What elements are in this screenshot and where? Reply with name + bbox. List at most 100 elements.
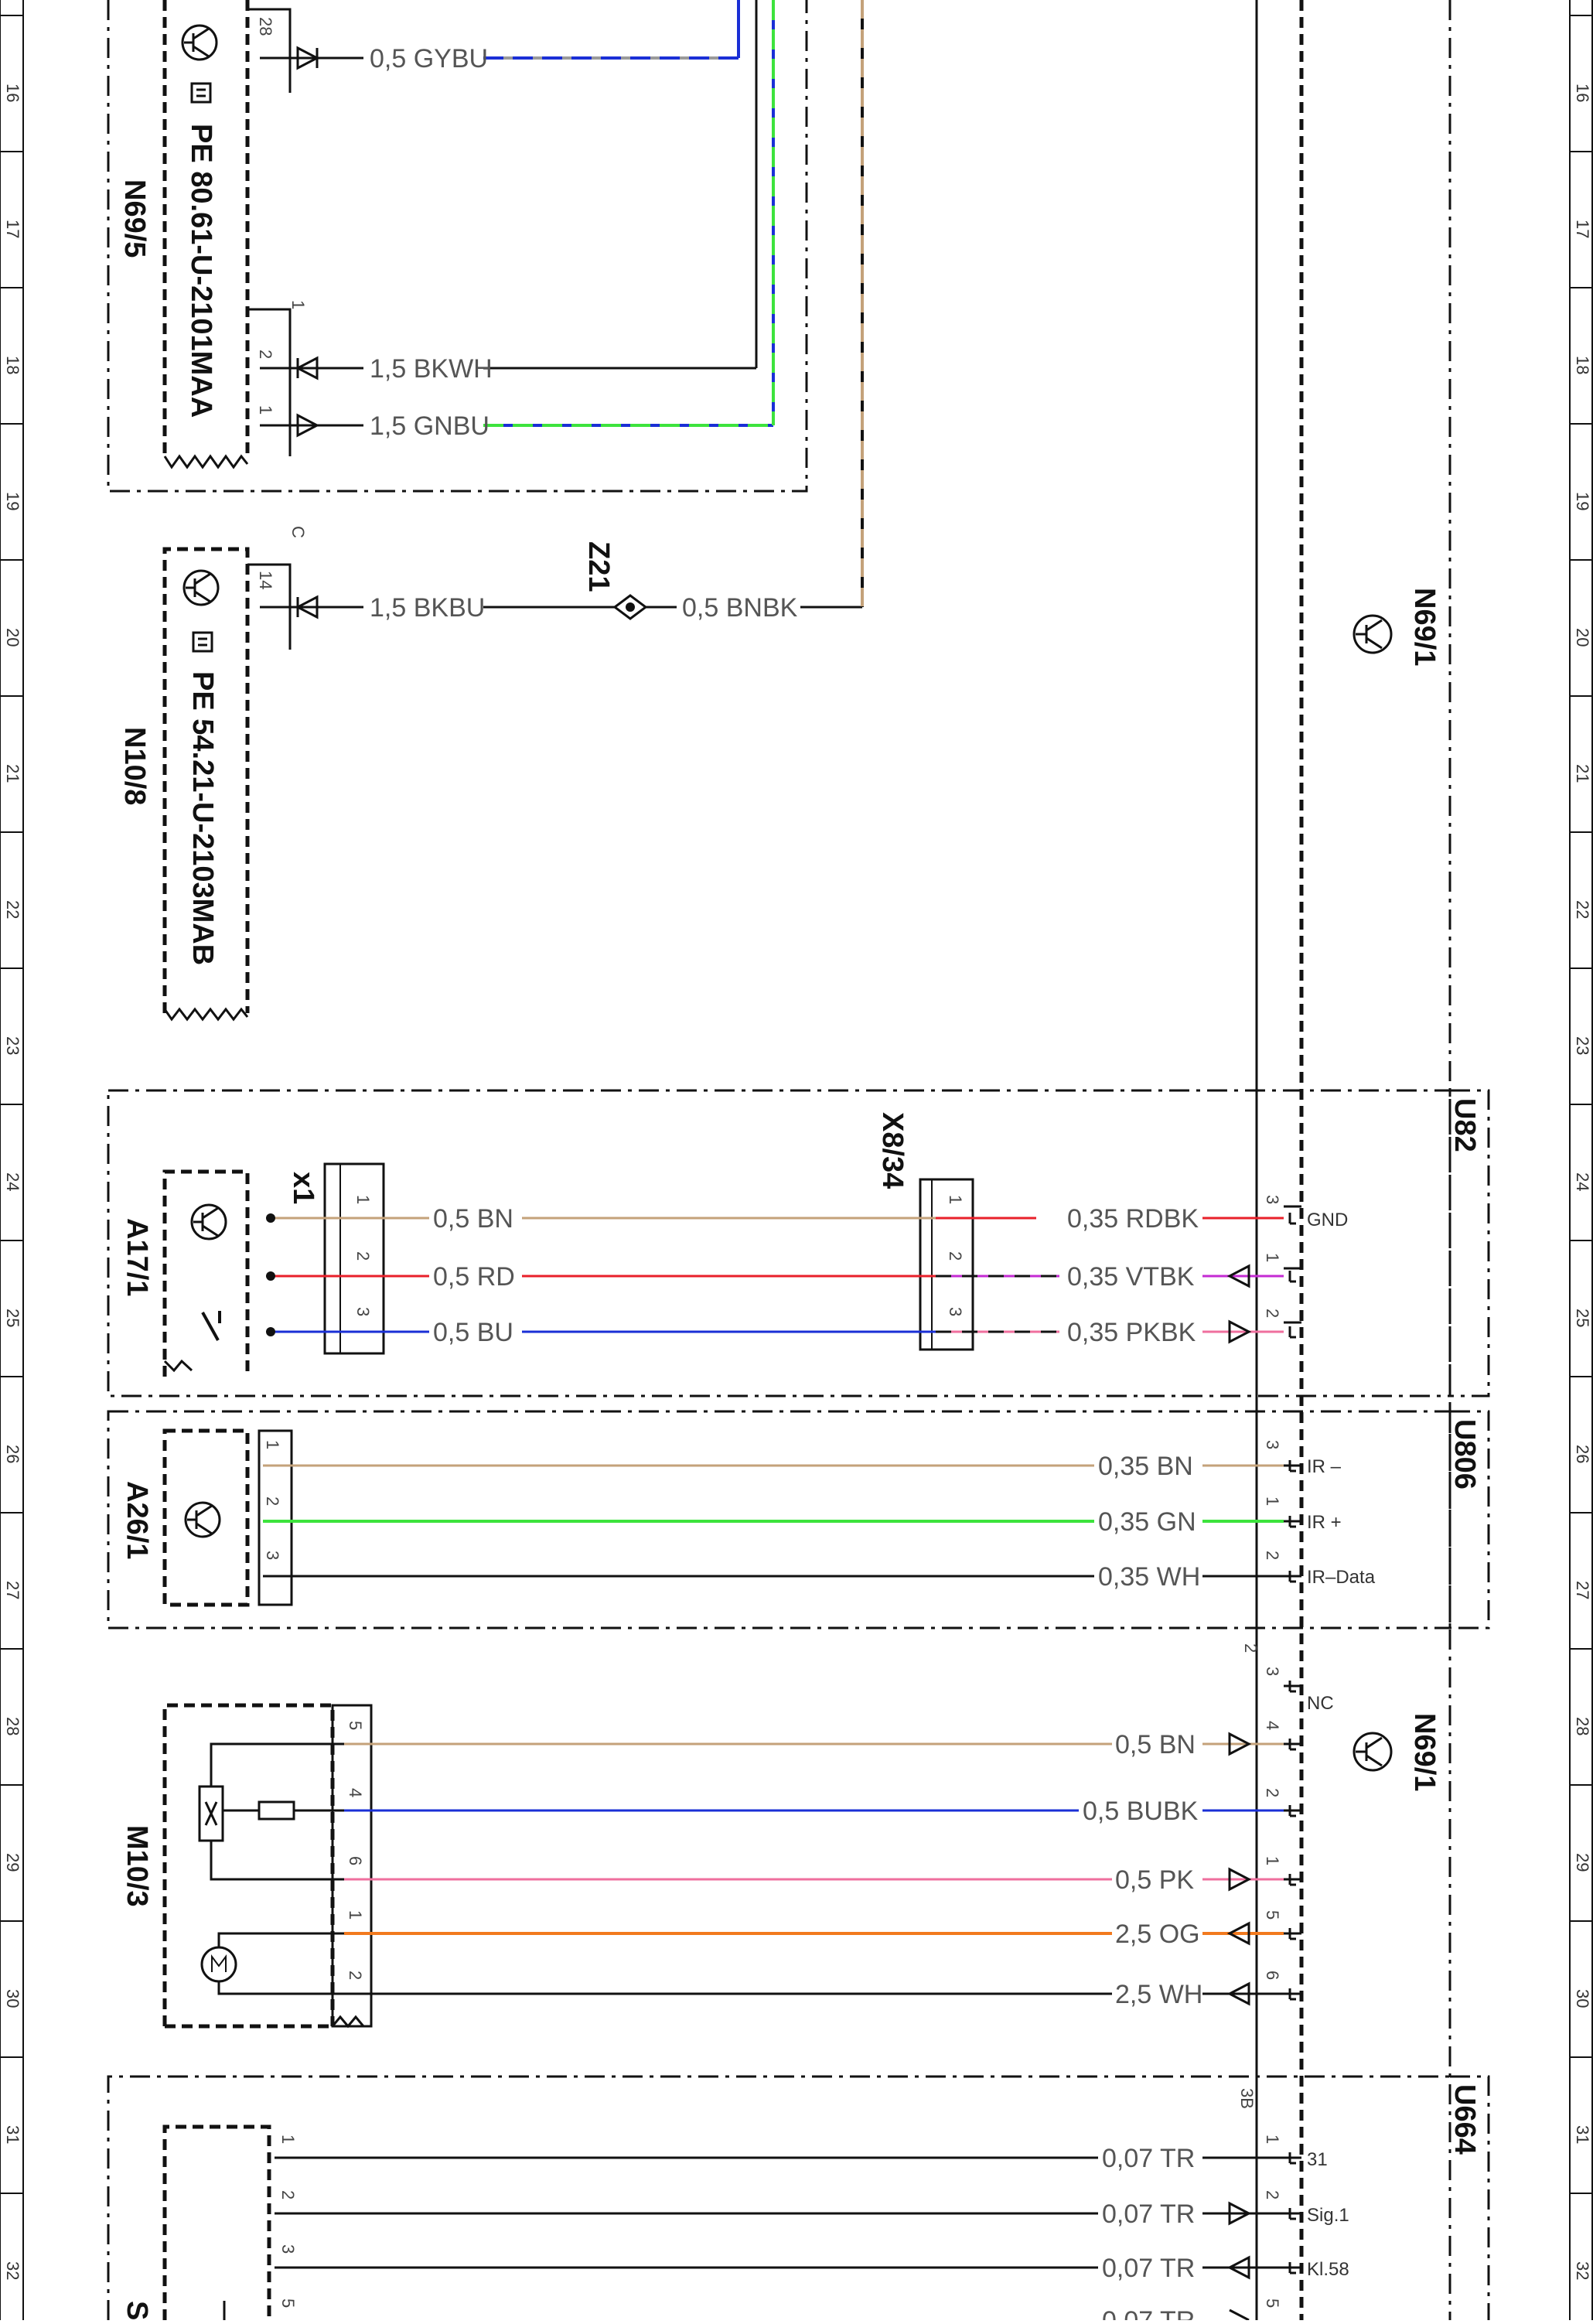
terminal-mark: [1288, 2152, 1296, 2165]
n69-5-connector-1: 1: [288, 300, 308, 309]
terminal-mark: [1288, 1988, 1296, 2001]
u806-label: U806: [1448, 1419, 1481, 1490]
u664-pin-1: 1: [1263, 2135, 1282, 2144]
wire-label-tr-2: 0,07 TR: [1102, 2199, 1195, 2229]
n69-1-connector-2: 2: [1241, 1643, 1260, 1653]
a17-pin-1: 1: [353, 1195, 373, 1204]
row-number: 16: [3, 84, 22, 102]
wire-label-vtbk: 0,35 VTBK: [1067, 1262, 1195, 1292]
row-number: 24: [3, 1172, 22, 1191]
row-number: 21: [3, 764, 22, 783]
terminal-mark: [1288, 1213, 1296, 1225]
m10-pin-1: 1: [346, 1910, 365, 1920]
terminal-mark: [1288, 1271, 1296, 1283]
row-number: 30: [1573, 1989, 1592, 2008]
transistor-symbol-icon: [182, 569, 220, 606]
wire-label-a17-rd: 0,5 RD: [433, 1262, 515, 1292]
terminal-mark: [1288, 1928, 1296, 1940]
row-number: 31: [3, 2125, 22, 2144]
x8-34-pin-3: 3: [946, 1307, 965, 1316]
m10-3-block: [162, 1703, 373, 2029]
row-number: 21: [1573, 764, 1592, 783]
n10-8-pe-ref: PE 54.21-U-2103MAB: [186, 671, 219, 965]
n69-1-pin-3: 3: [1263, 1667, 1282, 1676]
terminal-mark: [1288, 1571, 1296, 1583]
terminal-mark: [1288, 1874, 1296, 1886]
wire-label-bnbk: 0,5 BNBK: [682, 593, 798, 623]
n69-1-pin-4: 4: [1263, 1721, 1282, 1730]
row-number: 18: [1573, 356, 1592, 374]
wire-label-gybu: 0,5 GYBU: [370, 44, 488, 73]
row-number: 29: [1573, 1853, 1592, 1872]
wire-label-rdbk: 0,35 RDBK: [1067, 1204, 1199, 1234]
n69-1-pin-1: 1: [1263, 1856, 1282, 1865]
u82-block: [107, 1089, 1490, 1397]
wire-label-m10-bn: 0,5 BN: [1115, 1730, 1196, 1759]
x1-label: x1: [287, 1172, 319, 1204]
u82-wires: [266, 1205, 1301, 1344]
wire-label-m10-og: 2,5 OG: [1115, 1920, 1200, 1949]
m10-pin-6: 6: [346, 1856, 365, 1865]
n69-1-label-top: N69/1: [1408, 588, 1441, 666]
a17-pin-2: 2: [353, 1251, 373, 1261]
row-number: 26: [1573, 1445, 1592, 1463]
s-pin-3: 3: [278, 2244, 298, 2254]
terminal-mark: [1288, 1326, 1296, 1339]
a26-pin-3: 3: [263, 1551, 282, 1560]
n10-8-pin-14: 14: [256, 571, 275, 589]
pin-function-sig1: Sig.1: [1307, 2205, 1349, 2226]
row-number: 25: [3, 1309, 22, 1327]
row-number: 18: [3, 356, 22, 374]
n10-8-module: PE 54.21-U-2103MAB N10/8 C 14: [118, 526, 308, 1022]
terminal-mark: [1288, 1681, 1296, 1693]
row-number: 19: [3, 492, 22, 510]
row-number: 17: [3, 220, 22, 238]
s-label: S: [121, 2301, 153, 2320]
row-number: 19: [1573, 492, 1592, 510]
pin-function-nc: NC: [1307, 1693, 1334, 1714]
row-number: 17: [1573, 220, 1592, 238]
u664-block: [107, 2075, 1490, 2320]
switch-symbol-icon: [201, 1311, 221, 1341]
n69-1-pin-2: 2: [1263, 1788, 1282, 1797]
wire-label-tr-4: 0,07 TR: [1102, 2306, 1195, 2320]
s-pin-2: 2: [278, 2190, 298, 2199]
wire-label-m10-wh: 2,5 WH: [1115, 1980, 1202, 2009]
x8-34-pin-2: 2: [946, 1251, 965, 1261]
row-number: 22: [3, 900, 22, 919]
terminal-mark: [1288, 1805, 1296, 1817]
m10-3-wires: [344, 1684, 1301, 2006]
u82-pin-1: 1: [1263, 1253, 1282, 1262]
n69-1-label-bottom: N69/1: [1408, 1713, 1441, 1791]
terminal-mark: [1288, 1739, 1296, 1751]
row-number: 32: [1573, 2261, 1592, 2280]
row-number: 28: [1573, 1717, 1592, 1735]
terminal-mark: [1288, 2208, 1296, 2220]
transistor-symbol-icon: [184, 1501, 221, 1538]
row-number: 28: [3, 1717, 22, 1735]
pe-reference-icon: [192, 631, 213, 653]
m10-pin-2: 2: [346, 1971, 365, 1980]
m10-pin-4: 4: [346, 1788, 365, 1797]
transistor-symbol-icon: [1353, 614, 1393, 654]
wire-label-a26-wh: 0,35 WH: [1098, 1562, 1200, 1592]
wire-label-bkbu: 1,5 BKBU: [370, 593, 485, 623]
terminal-mark: [1288, 2262, 1296, 2275]
n69-5-wires: [260, 0, 775, 438]
n69-5-pe-ref: PE 80.61-U-2101MAA: [185, 124, 217, 418]
wire-label-m10-pk: 0,5 PK: [1115, 1865, 1194, 1895]
wire-label-gnbu: 1,5 GNBU: [370, 411, 489, 441]
splice-label-z21: Z21: [582, 541, 615, 592]
u664-wires: [275, 2156, 1301, 2322]
row-number: 23: [3, 1036, 22, 1055]
row-number: 30: [3, 1989, 22, 2008]
n10-8-connector-c: C: [288, 526, 308, 538]
n10-8-label: N10/8: [118, 727, 151, 805]
n69-1-bus: [1255, 0, 1451, 2320]
a26-1-label: A26/1: [121, 1481, 153, 1559]
pin-function-ir-minus: IR –: [1307, 1456, 1342, 1477]
pin-function-31: 31: [1307, 2149, 1328, 2170]
wire-label-a17-bu: 0,5 BU: [433, 1318, 513, 1347]
